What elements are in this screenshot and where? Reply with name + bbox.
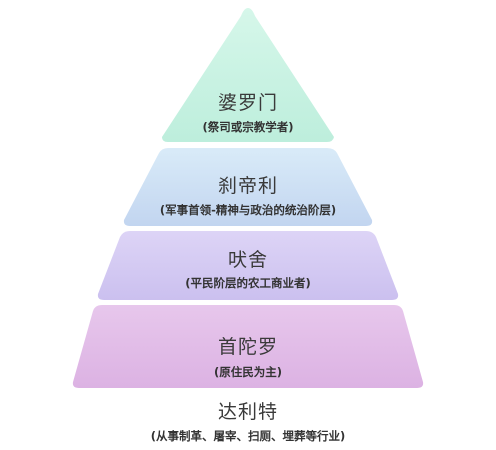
tier-4-name: 首陀罗 <box>217 336 278 358</box>
tier-5-name: 达利特 <box>217 401 278 423</box>
tier-5-description: (从事制革、屠宰、扫厕、埋葬等行业) <box>150 429 346 443</box>
tier-4-description: (原住民为主) <box>213 365 282 379</box>
tier-3-name: 吠舍 <box>227 249 268 271</box>
tier-3-description: (平民阶层的农工商业者) <box>185 276 311 290</box>
tier-4-shape <box>72 305 424 388</box>
tier-1-description: (祭司或宗教学者) <box>202 120 294 134</box>
tier-2-description: (军事首领-精神与政治的统治阶层) <box>159 203 337 217</box>
tier-3-shape <box>97 231 399 300</box>
tier-1-shape <box>162 8 334 142</box>
tier-1-name: 婆罗门 <box>217 92 278 114</box>
tier-2-shape <box>123 148 373 226</box>
tier-2-name: 刹帝利 <box>217 175 278 197</box>
